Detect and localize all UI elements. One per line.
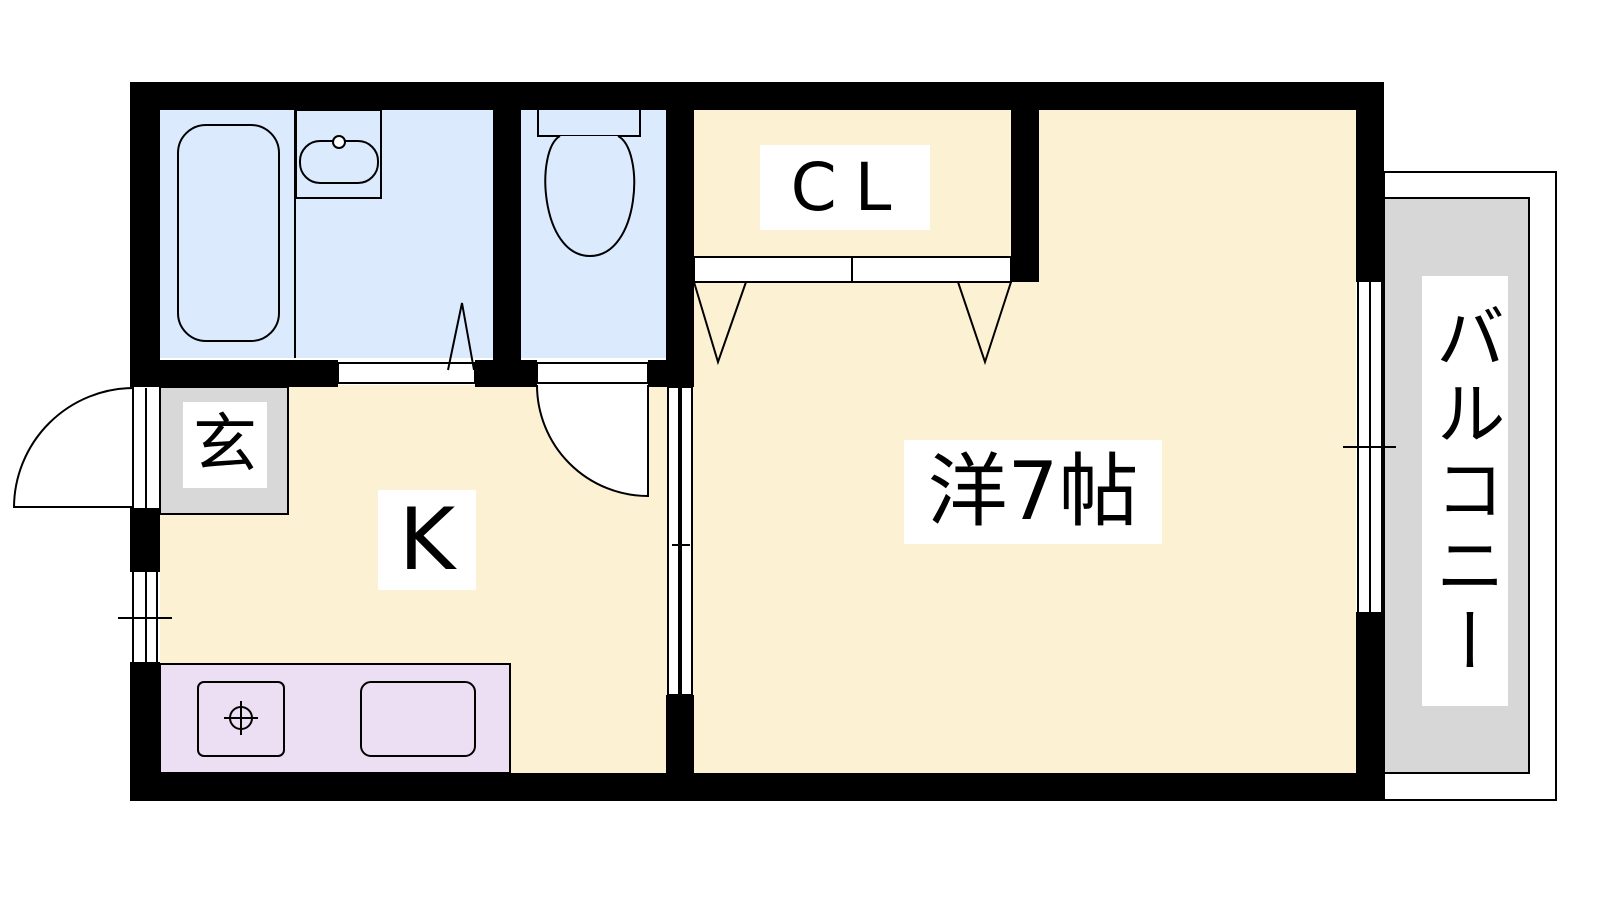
sink-icon (360, 681, 476, 757)
door-swing-icon (12, 386, 147, 508)
window-left (118, 572, 172, 662)
toilet-door-swing-icon (536, 384, 649, 498)
washbasin-icon (295, 109, 382, 199)
closet-doors (693, 256, 1012, 366)
kitchen-label: K (378, 490, 476, 590)
stove-icon (197, 681, 285, 757)
bathroom-floor (160, 110, 495, 358)
window-right (1343, 282, 1396, 612)
bath-door (337, 302, 476, 384)
walls (130, 82, 1384, 801)
sliding-door-kitchen-room (667, 386, 693, 696)
closet-label: CL (760, 145, 930, 230)
room-label: 洋7帖 (904, 440, 1162, 544)
genkan-label: 玄 (183, 402, 267, 488)
balcony-label: バルコニー (1422, 276, 1508, 706)
toilet-icon (537, 110, 641, 258)
toilet-door-frame (536, 362, 649, 384)
